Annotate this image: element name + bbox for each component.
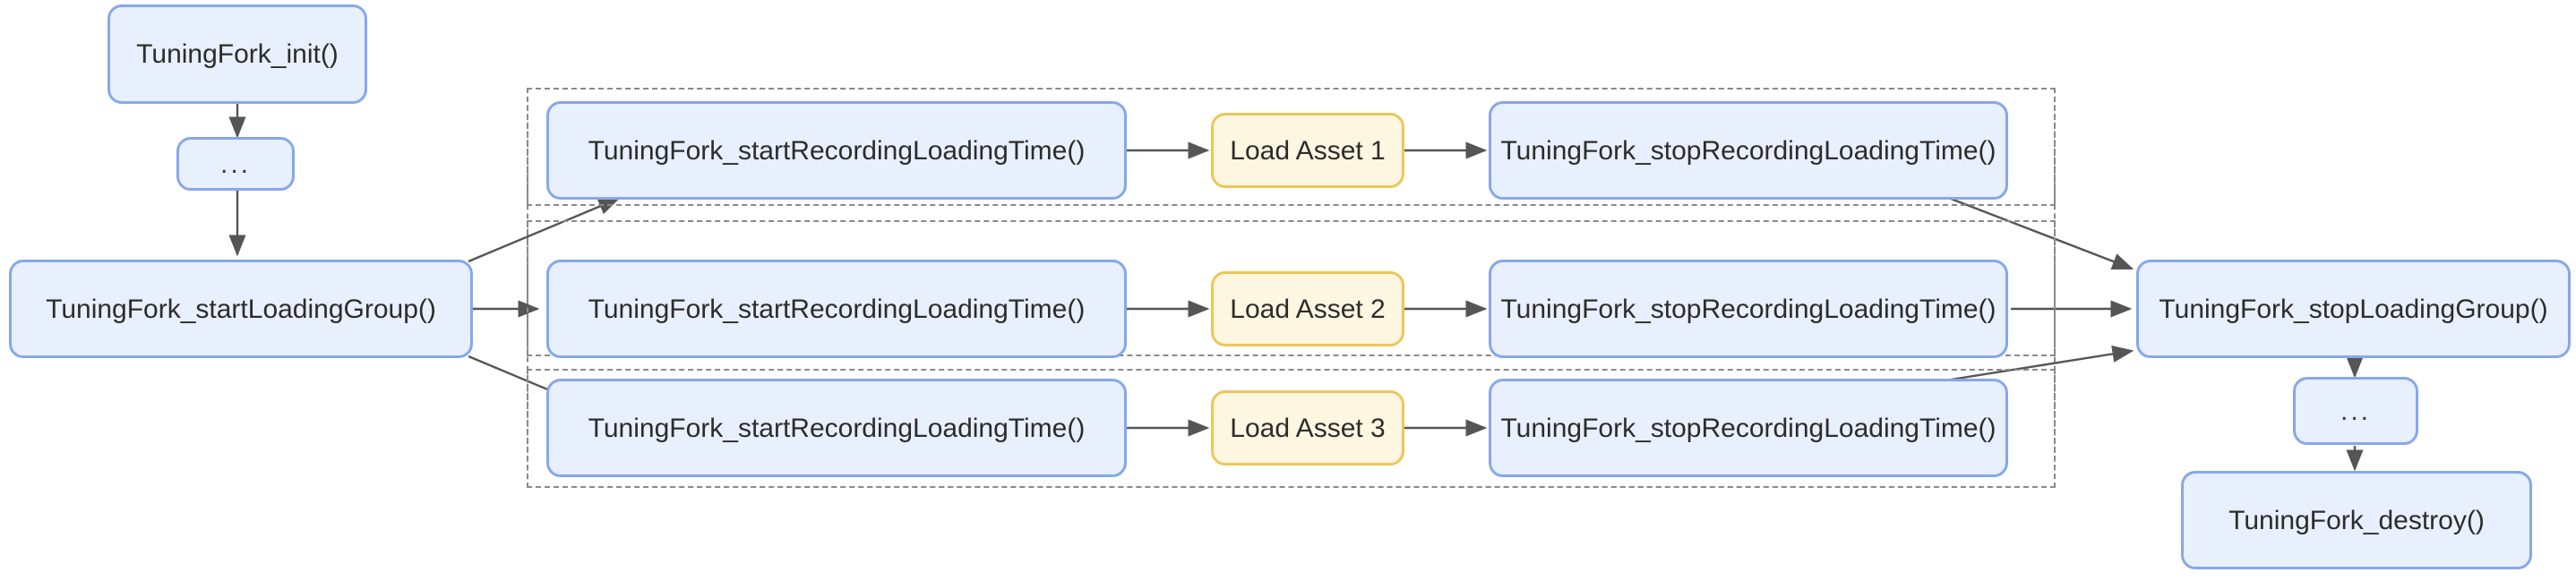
node-ellipsis-top[interactable]: ... — [176, 137, 295, 191]
node-stop-loading-group[interactable]: TuningFork_stopLoadingGroup() — [2136, 260, 2571, 358]
node-tuningfork-destroy[interactable]: TuningFork_destroy() — [2181, 471, 2532, 569]
node-row1-load-asset[interactable]: Load Asset 1 — [1211, 113, 1404, 188]
node-row3-stop-recording[interactable]: TuningFork_stopRecordingLoadingTime() — [1489, 379, 2008, 477]
node-start-loading-group[interactable]: TuningFork_startLoadingGroup() — [9, 260, 473, 358]
node-ellipsis-bottom[interactable]: ... — [2293, 377, 2418, 445]
node-row2-start-recording[interactable]: TuningFork_startRecordingLoadingTime() — [546, 260, 1127, 358]
node-tuningfork-init[interactable]: TuningFork_init() — [107, 4, 367, 104]
node-row2-stop-recording[interactable]: TuningFork_stopRecordingLoadingTime() — [1489, 260, 2008, 358]
node-row1-start-recording[interactable]: TuningFork_startRecordingLoadingTime() — [546, 101, 1127, 200]
node-row3-load-asset[interactable]: Load Asset 3 — [1211, 390, 1404, 466]
node-row1-stop-recording[interactable]: TuningFork_stopRecordingLoadingTime() — [1489, 101, 2008, 200]
asset-row-subgraph-1 — [527, 88, 2056, 206]
node-row3-start-recording[interactable]: TuningFork_startRecordingLoadingTime() — [546, 379, 1127, 477]
node-row2-load-asset[interactable]: Load Asset 2 — [1211, 271, 1404, 346]
asset-row-subgraph-3 — [527, 369, 2056, 488]
asset-row-subgraph-2 — [527, 220, 2056, 356]
